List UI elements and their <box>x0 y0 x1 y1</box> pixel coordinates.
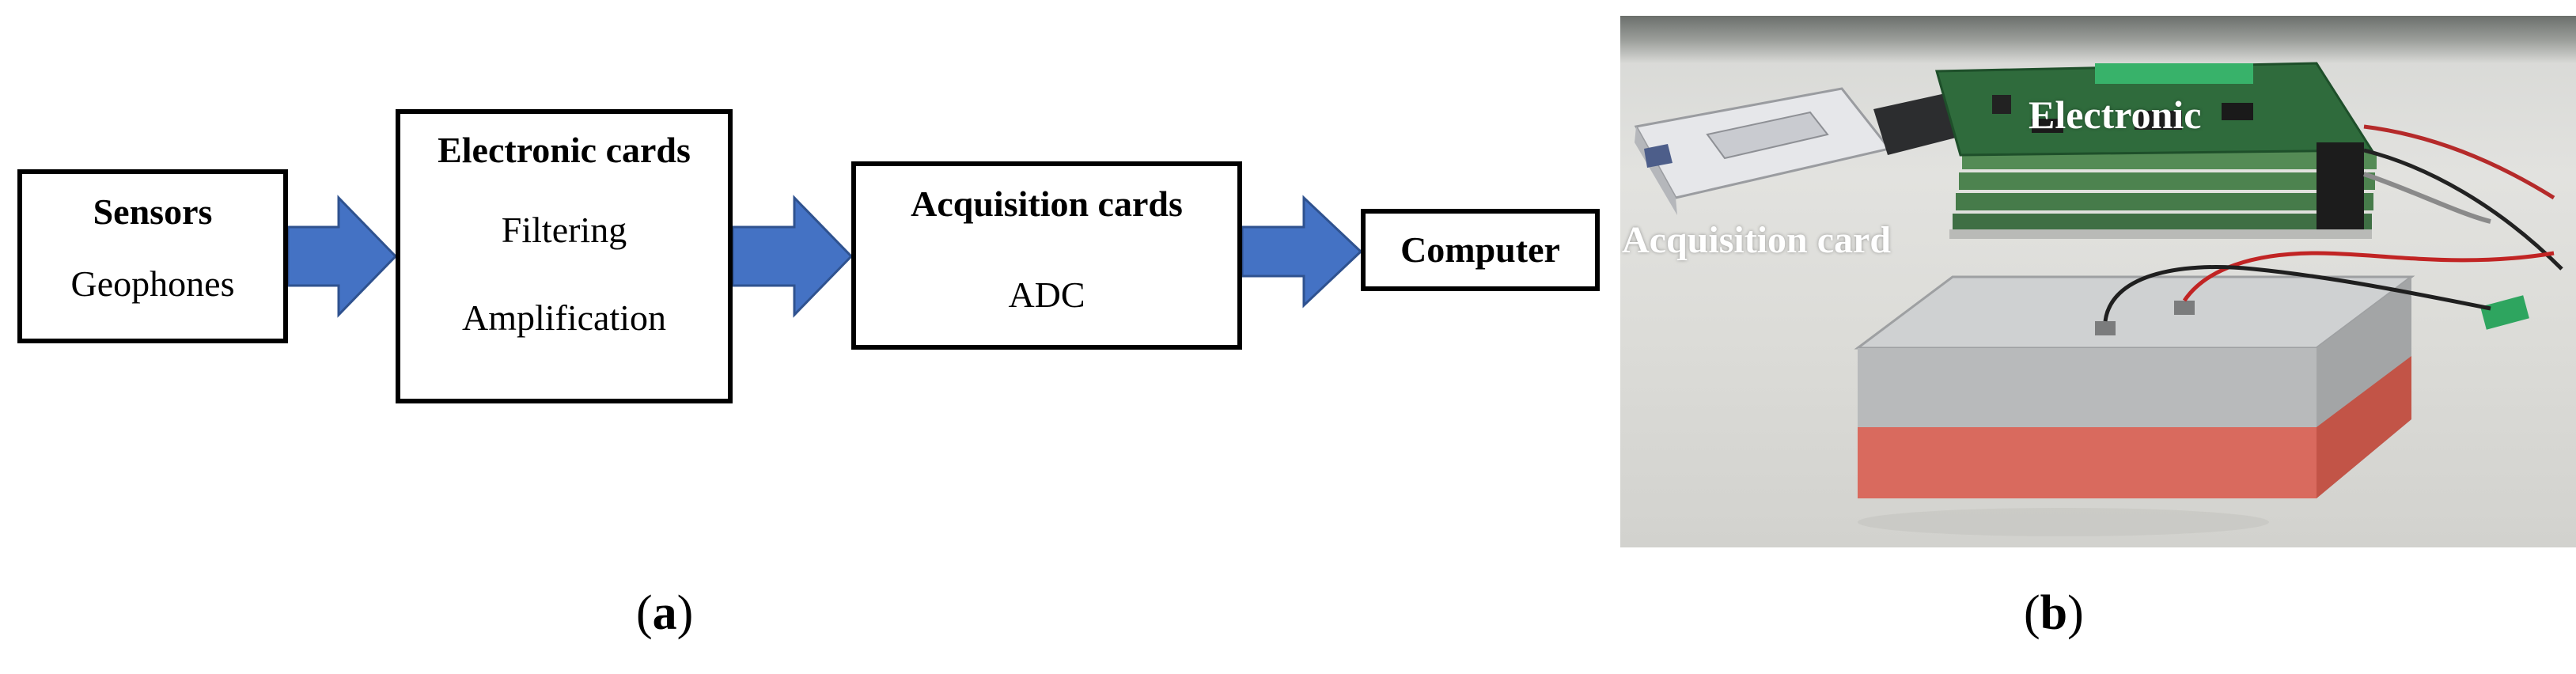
arrow-sensors-to-electronic <box>286 195 398 318</box>
caption-a-close: ) <box>676 586 694 640</box>
wire-black-1 <box>2363 148 2563 271</box>
caption-a-letter: a <box>652 586 677 640</box>
arrow-acquisition-to-computer <box>1241 195 1363 309</box>
battery-terminal-1 <box>2174 301 2195 315</box>
caption-b: (b) <box>2024 585 2084 642</box>
node-acquisition-cards: Acquisition cards ADC <box>851 161 1242 350</box>
wire-grey <box>2363 172 2491 224</box>
node-sensors-line: Geophones <box>70 263 235 304</box>
battery <box>1854 275 2415 498</box>
caption-b-open: ( <box>2024 586 2040 640</box>
wire-red-2 <box>2182 251 2555 302</box>
terminal-block-top <box>2095 63 2253 84</box>
flow-arrows <box>286 195 1363 318</box>
node-acquisition-title: Acquisition cards <box>911 184 1183 224</box>
battery-shadow <box>1858 508 2269 536</box>
node-sensors-title: Sensors <box>93 191 213 232</box>
photo-label-acquisition: Acquisition card <box>1622 219 1892 261</box>
caption-b-close: ) <box>2067 586 2084 640</box>
node-electronic-line-filtering: Filtering <box>501 209 627 250</box>
caption-a: (a) <box>636 585 693 642</box>
node-electronic-cards: Electronic cards Filtering Amplification <box>396 109 733 403</box>
green-connector <box>2480 295 2529 330</box>
node-electronic-title: Electronic cards <box>438 130 691 170</box>
node-computer-title: Computer <box>1400 229 1560 270</box>
pcb-stack <box>1935 62 2377 239</box>
caption-a-open: ( <box>636 586 653 640</box>
acquisition-module <box>1634 87 1892 215</box>
wire-red-1 <box>2363 124 2555 200</box>
node-electronic-line-amplification: Amplification <box>461 297 667 338</box>
photo-background-shadow <box>1620 16 2576 63</box>
node-computer: Computer <box>1361 209 1600 291</box>
hardware-photo: Electronic Acquisition card <box>1620 16 2576 547</box>
node-sensors: Sensors Geophones <box>17 169 288 343</box>
photo-label-electronic: Electronic <box>2029 93 2202 137</box>
ribbon-connector <box>1873 92 1968 155</box>
side-connector <box>2317 142 2364 237</box>
wire-black-2 <box>2103 265 2491 322</box>
arrow-electronic-to-acquisition <box>731 195 854 318</box>
photo-drawing <box>1634 62 2563 536</box>
caption-b-letter: b <box>2040 586 2068 640</box>
battery-terminal-2 <box>2095 321 2116 335</box>
node-acquisition-line-adc: ADC <box>1008 274 1085 315</box>
